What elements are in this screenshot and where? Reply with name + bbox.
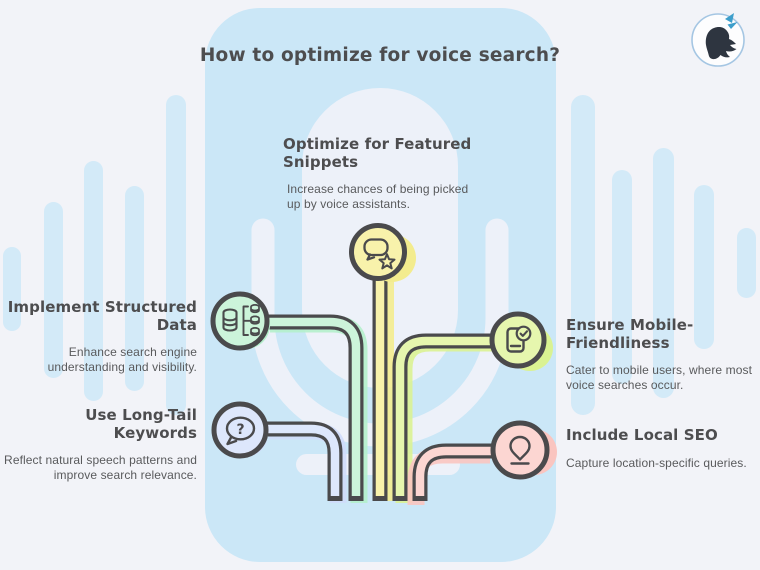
mobile-check-icon — [506, 325, 532, 353]
node-structured-data — [210, 291, 270, 351]
local-seo-heading: Include Local SEO — [566, 426, 718, 444]
connector-mobile-friendliness — [392, 333, 496, 503]
speech-bubble-star-icon — [363, 238, 396, 270]
soundwave-bars-right — [571, 95, 756, 415]
featured-snippets-text: Optimize for Featured Snippets Increase … — [283, 135, 488, 211]
long-tail-keywords-body: Reflect natural speech patterns and impr… — [4, 453, 197, 482]
butterfly-icon — [725, 13, 738, 29]
structured-data-text: Implement Structured Data Enhance search… — [0, 298, 197, 374]
featured-snippets-heading: Optimize for Featured Snippets — [283, 135, 472, 171]
connector-featured-snippets — [372, 279, 394, 501]
connector-local-seo — [407, 443, 494, 505]
location-pin-icon — [509, 435, 531, 465]
local-seo-text: Include Local SEO Capture location-speci… — [566, 426, 760, 470]
node-long-tail-keywords: ? — [211, 401, 269, 459]
long-tail-keywords-text: Use Long-Tail Keywords Reflect natural s… — [0, 406, 197, 482]
local-seo-body: Capture location-specific queries. — [566, 455, 747, 470]
mobile-friendliness-heading: Ensure Mobile-Friendliness — [566, 316, 694, 352]
node-featured-snippets — [349, 223, 416, 282]
mobile-friendliness-body: Cater to mobile users, where most voice … — [566, 363, 753, 392]
connector-long-tail-keywords — [266, 421, 347, 503]
structured-data-heading: Implement Structured Data — [7, 298, 197, 334]
node-local-seo — [490, 420, 557, 480]
featured-snippets-body: Increase chances of being picked up by v… — [287, 182, 469, 211]
question-bubble-icon: ? — [225, 416, 256, 446]
brand-logo — [691, 13, 745, 67]
soundwave-bars-left — [3, 95, 186, 415]
database-tree-icon — [222, 304, 260, 337]
mobile-friendliness-text: Ensure Mobile-Friendliness Cater to mobi… — [566, 316, 760, 392]
structured-data-body: Enhance search engine understanding and … — [47, 345, 197, 374]
head-silhouette — [705, 27, 737, 60]
node-mobile-friendliness — [489, 311, 553, 371]
connector-structured-data — [267, 314, 368, 503]
question-mark-glyph: ? — [236, 422, 244, 438]
long-tail-keywords-heading: Use Long-Tail Keywords — [85, 406, 197, 442]
page-title: How to optimize for voice search? — [199, 45, 561, 66]
